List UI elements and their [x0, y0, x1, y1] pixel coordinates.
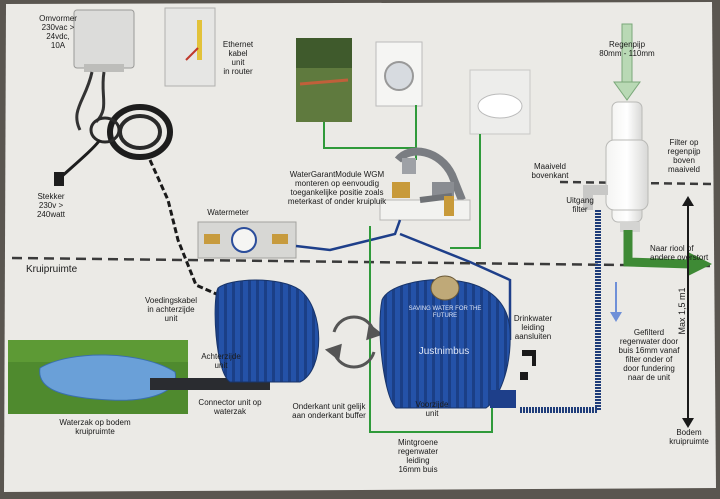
label-plug: Stekker 230v > 240watt	[36, 192, 66, 219]
max-height-arrow	[682, 196, 694, 428]
label-mintgroene: Mintgroene regenwater leiding 16mm buis	[397, 438, 439, 474]
label-wgm: WaterGarantModule WGM monteren op eenvou…	[287, 170, 387, 206]
label-max-height: Max 1,5 m1	[677, 287, 687, 335]
label-onderkant: Onderkant unit gelijk aan onderkant buff…	[292, 402, 366, 420]
label-voorzijde: Voorzijde unit	[415, 400, 449, 418]
flow-down-arrow	[610, 282, 622, 322]
label-connector: Connector unit op waterzak	[198, 398, 262, 416]
rain-inflow-arrow	[613, 23, 641, 101]
label-kruipruimte: Kruipruimte	[26, 264, 78, 275]
front-unit	[379, 275, 516, 409]
buffer-unit	[214, 279, 320, 383]
label-achterzijde: Achterzijde unit	[201, 352, 241, 370]
filtered-water-line	[520, 210, 601, 413]
faucet-icon	[520, 350, 536, 380]
label-gefilterd: Gefilterd regenwater door buis 16mm vana…	[618, 328, 680, 382]
rain-filter	[583, 101, 649, 232]
label-drinkwater: Drinkwater leiding aansluiten	[513, 314, 553, 341]
power-cable	[148, 159, 231, 302]
label-maaiveld: Maaiveld bovenkant	[531, 162, 569, 180]
cable-coil	[54, 104, 173, 186]
label-regenpijp: Regenpijp 80mm - 110mm	[599, 40, 655, 58]
label-ethernet: Ethernet kabel unit in router	[222, 40, 254, 76]
watermeter	[197, 221, 297, 259]
blue-drinkwater-line	[295, 219, 512, 340]
label-bodem: Bodem kruipruimte	[669, 428, 709, 446]
router	[164, 7, 216, 87]
unit-slogan: SAVING WATER FOR THE FUTURE	[408, 306, 482, 319]
label-waterzak: Waterzak op bodem kruipruimte	[59, 418, 131, 436]
label-watermeter: Watermeter	[207, 208, 249, 217]
wgm-module	[379, 147, 471, 221]
overflow-arrow	[623, 230, 712, 276]
label-uitgang: Uitgang filter	[566, 196, 594, 214]
label-filter: Filter op regenpijp boven maaiveld	[667, 138, 701, 174]
label-riool: Naar riool of andere overstort	[650, 244, 709, 262]
label-converter: Omvormer 230vac > 24vdc, 10A	[39, 14, 77, 50]
label-voedingskabel: Voedingskabel in achterzijde unit	[144, 296, 198, 323]
unit-brand: Justnimbus	[418, 346, 470, 357]
rotate-icon	[324, 315, 384, 369]
